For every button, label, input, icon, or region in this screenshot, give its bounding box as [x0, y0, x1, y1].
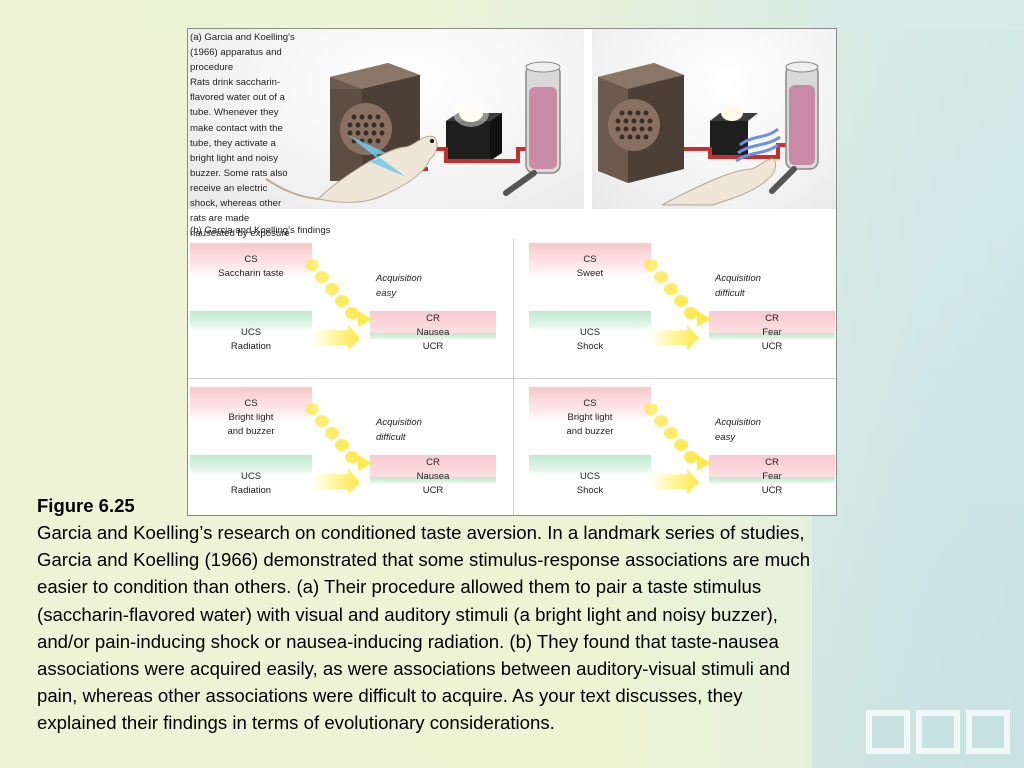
ucs-band	[190, 311, 312, 331]
decor-square	[866, 710, 910, 754]
ucr-label: UCR	[422, 485, 444, 496]
cr-label: CR	[765, 313, 779, 324]
ucs-stimulus: Radiation	[230, 485, 272, 496]
association-dot	[335, 295, 349, 307]
ucs-arrow	[651, 469, 699, 495]
finding-cell-light-radiation: CS Bright light and buzzer Acquisition d…	[190, 385, 496, 515]
panel-b-caption: (b) Garcia and Koelling's findings	[190, 225, 331, 236]
cr-band	[709, 311, 835, 333]
cs-label: CS	[244, 254, 258, 265]
cs-stimulus: Sweet	[576, 268, 604, 279]
association-dot	[654, 271, 668, 283]
grid-divider-vertical	[513, 239, 514, 515]
cs-label: CS	[244, 398, 258, 409]
finding-cell-taste-radiation: CS Saccharin taste Acquisition easy UCS …	[190, 241, 496, 373]
ucr-band	[709, 333, 835, 339]
background-right-panel	[812, 0, 1024, 768]
panel-b-findings: (b) Garcia and Koelling's findings CS Sa…	[188, 225, 836, 515]
ucs-arrow	[312, 325, 360, 351]
cr-response: Fear	[762, 471, 782, 482]
cr-band	[370, 455, 496, 477]
ucs-label: UCS	[240, 327, 262, 338]
apparatus-illustration-right	[598, 61, 819, 206]
association-dot	[315, 415, 329, 427]
cs-band	[529, 243, 651, 277]
grid-divider-horizontal	[188, 378, 836, 379]
ucs-label: UCS	[579, 327, 601, 338]
panel-a-apparatus: (a) Garcia and Koelling's (1966) apparat…	[188, 29, 836, 241]
ucs-stimulus: Shock	[576, 485, 604, 496]
panel-a-caption: (a) Garcia and Koelling's (1966) apparat…	[190, 32, 295, 240]
association-dot	[654, 415, 668, 427]
acquisition-label: Acquisition easy	[376, 273, 422, 299]
association-dot	[325, 283, 339, 295]
ucr-label: UCR	[761, 341, 783, 352]
association-dot	[684, 451, 698, 463]
cr-label: CR	[426, 313, 440, 324]
cr-response: Nausea	[416, 471, 450, 482]
association-dot	[335, 439, 349, 451]
decor-square	[966, 710, 1010, 754]
apparatus-scene-right	[592, 29, 836, 209]
association-dot	[345, 451, 359, 463]
cs-band	[190, 243, 312, 277]
ucr-band	[709, 477, 835, 483]
association-dot	[345, 307, 359, 319]
cs-band	[529, 387, 651, 421]
cr-response: Fear	[762, 327, 782, 338]
panel-divider	[584, 29, 592, 209]
apparatus-scene-left	[188, 29, 584, 209]
cs-band	[190, 387, 312, 421]
association-dot	[664, 427, 678, 439]
ucs-band	[190, 455, 312, 475]
association-dot	[315, 271, 329, 283]
ucr-label: UCR	[422, 341, 444, 352]
ucs-band	[529, 311, 651, 331]
acquisition-label: Acquisition difficult	[376, 417, 422, 443]
apparatus-illustration-left	[265, 61, 561, 203]
ucr-band	[370, 477, 496, 483]
ucs-arrow	[312, 469, 360, 495]
association-dot	[674, 439, 688, 451]
cr-response: Nausea	[416, 327, 450, 338]
finding-cell-sweet-shock: CS Sweet Acquisition difficult UCS Shock…	[529, 241, 835, 373]
figure-title: Figure 6.25	[37, 495, 135, 516]
ucs-arrow	[651, 325, 699, 351]
cs-stimulus: Saccharin taste	[218, 268, 284, 279]
ucs-stimulus: Shock	[576, 341, 604, 352]
association-dot	[664, 283, 678, 295]
acquisition-label: Acquisition easy	[715, 417, 761, 443]
cr-label: CR	[765, 457, 779, 468]
ucs-label: UCS	[240, 471, 262, 482]
figure-image: (a) Garcia and Koelling's (1966) apparat…	[187, 28, 837, 516]
ucs-stimulus: Radiation	[230, 341, 272, 352]
figure-description: Garcia and Koelling’s research on condit…	[37, 522, 811, 734]
cs-label: CS	[583, 398, 597, 409]
background-decoration	[866, 710, 1010, 754]
ucs-band	[529, 455, 651, 475]
cs-stimulus: Bright light and buzzer	[227, 412, 275, 437]
ucr-band	[370, 333, 496, 339]
acquisition-label: Acquisition difficult	[715, 273, 761, 299]
ucs-label: UCS	[579, 471, 601, 482]
cr-label: CR	[426, 457, 440, 468]
cr-band	[370, 311, 496, 333]
decor-square	[916, 710, 960, 754]
ucr-label: UCR	[761, 485, 783, 496]
association-dot	[684, 307, 698, 319]
cr-band	[709, 455, 835, 477]
cs-label: CS	[583, 254, 597, 265]
association-dot	[674, 295, 688, 307]
cs-stimulus: Bright light and buzzer	[566, 412, 614, 437]
finding-cell-light-shock: CS Bright light and buzzer Acquisition e…	[529, 385, 835, 515]
association-dot	[325, 427, 339, 439]
